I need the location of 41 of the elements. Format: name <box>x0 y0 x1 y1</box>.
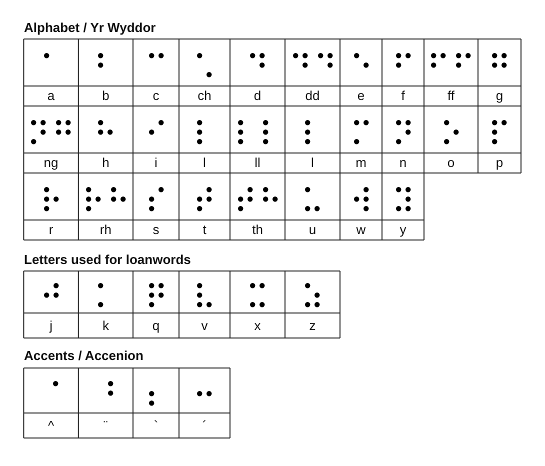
letter: y <box>398 221 408 239</box>
letter: ch <box>196 87 212 105</box>
letter: w <box>355 221 367 239</box>
letter: n <box>398 154 408 172</box>
letter: ` <box>152 416 160 434</box>
letter: x <box>253 316 262 334</box>
section-heading: Alphabet / Yr Wyddor <box>24 20 156 35</box>
letter: z <box>308 316 317 334</box>
letter: m <box>354 154 368 172</box>
letter: a <box>46 87 56 105</box>
letter: l <box>202 154 207 172</box>
letter: g <box>494 87 504 105</box>
letter: th <box>251 221 264 239</box>
letter: dd <box>304 87 321 105</box>
letter: p <box>494 154 504 172</box>
letter: j <box>48 316 54 335</box>
letter: c <box>152 87 160 105</box>
letter: o <box>446 154 456 172</box>
letter: i <box>154 154 158 172</box>
letter: s <box>152 221 160 239</box>
letter: q <box>151 316 161 335</box>
letter: v <box>200 316 209 334</box>
letter: ¨ <box>102 416 109 434</box>
letter: k <box>101 316 110 334</box>
letter: d <box>252 87 262 105</box>
section-heading: Letters used for loanwords <box>24 252 191 267</box>
letter: ^ <box>46 416 56 434</box>
section-heading: Accents / Accenion <box>24 348 144 363</box>
letter: rh <box>98 221 112 239</box>
letter: r <box>48 221 54 239</box>
letter: b <box>101 87 110 105</box>
letter: ll <box>254 154 262 172</box>
letter: h <box>101 154 110 172</box>
letter: ng <box>42 154 60 172</box>
letter: ´ <box>201 416 208 434</box>
letter: u <box>308 221 318 239</box>
letter: f <box>400 87 406 105</box>
letter: e <box>356 87 366 105</box>
letter: t <box>202 221 208 239</box>
letter: ff <box>446 87 456 105</box>
letter: l <box>310 154 315 172</box>
